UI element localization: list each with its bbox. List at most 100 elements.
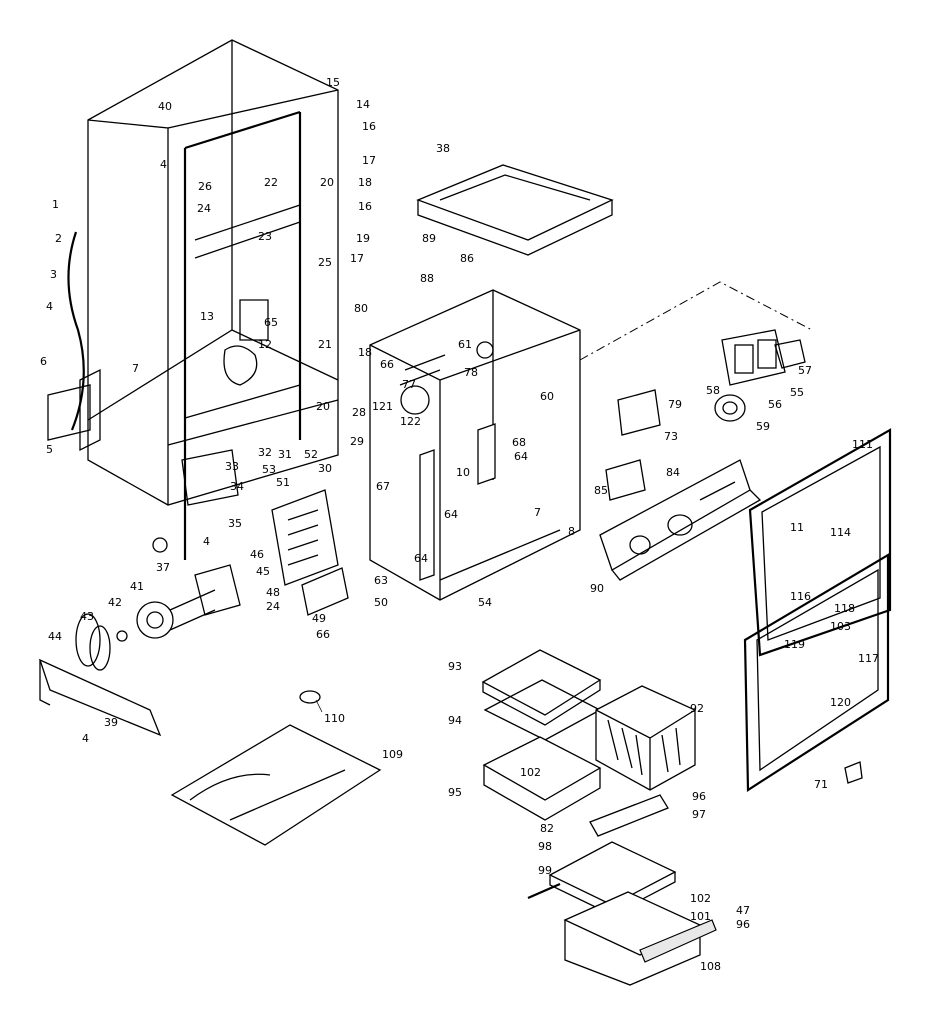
part-label-103: 103 bbox=[830, 620, 851, 633]
light-bulb-110 bbox=[299, 690, 323, 713]
part-label-29: 29 bbox=[350, 435, 364, 448]
part-label-11: 11 bbox=[790, 521, 804, 534]
part-label-73: 73 bbox=[664, 430, 678, 443]
part-label-26: 26 bbox=[198, 180, 212, 193]
drain-pan bbox=[170, 724, 382, 846]
part-label-97: 97 bbox=[692, 808, 706, 821]
part-label-86: 86 bbox=[460, 252, 474, 265]
part-label-114: 114 bbox=[830, 526, 851, 539]
part-label-79: 79 bbox=[668, 398, 682, 411]
part-label-57: 57 bbox=[798, 364, 812, 377]
part-label-68: 68 bbox=[512, 436, 526, 449]
part-label-58: 58 bbox=[706, 384, 720, 397]
part-label-20b: 20 bbox=[316, 400, 330, 413]
part-label-80: 80 bbox=[354, 302, 368, 315]
part-label-64c: 64 bbox=[414, 552, 428, 565]
part-label-89: 89 bbox=[422, 232, 436, 245]
drawer-101 bbox=[563, 891, 717, 986]
part-label-43: 43 bbox=[80, 610, 94, 623]
part-label-24a: 24 bbox=[197, 202, 211, 215]
part-label-119: 119 bbox=[784, 638, 805, 651]
part-label-17a: 17 bbox=[362, 154, 376, 167]
part-label-50: 50 bbox=[374, 596, 388, 609]
part-label-7a: 7 bbox=[132, 362, 139, 375]
part-label-8: 8 bbox=[568, 525, 575, 538]
part-label-4a: 4 bbox=[46, 300, 53, 313]
part-label-16a: 16 bbox=[362, 120, 376, 133]
control-housing-90 bbox=[599, 459, 762, 581]
freezer-guide-line bbox=[579, 281, 813, 361]
latch-71 bbox=[844, 761, 863, 784]
part-label-82: 82 bbox=[540, 822, 554, 835]
part-label-64b: 64 bbox=[444, 508, 458, 521]
part-label-117: 117 bbox=[858, 652, 879, 665]
part-label-77: 77 bbox=[402, 378, 416, 391]
part-label-59: 59 bbox=[756, 420, 770, 433]
part-label-102b: 102 bbox=[690, 892, 711, 905]
evaporator-fan-assembly bbox=[38, 537, 241, 737]
part-label-16b: 16 bbox=[358, 200, 372, 213]
part-label-18a: 18 bbox=[358, 176, 372, 189]
part-label-88: 88 bbox=[420, 272, 434, 285]
part-label-56: 56 bbox=[768, 398, 782, 411]
part-label-111: 111 bbox=[852, 438, 873, 451]
part-label-66a: 66 bbox=[380, 358, 394, 371]
part-label-37: 37 bbox=[156, 561, 170, 574]
part-label-63: 63 bbox=[374, 574, 388, 587]
part-label-85: 85 bbox=[594, 484, 608, 497]
part-label-10: 10 bbox=[456, 466, 470, 479]
part-label-7b: 7 bbox=[534, 506, 541, 519]
part-number-labels: 1234444567781011121314151616171718181920… bbox=[40, 76, 879, 973]
part-label-120: 120 bbox=[830, 696, 851, 709]
part-label-90: 90 bbox=[590, 582, 604, 595]
part-label-12: 12 bbox=[258, 338, 272, 351]
part-label-47: 47 bbox=[736, 904, 750, 917]
part-label-38: 38 bbox=[436, 142, 450, 155]
air-damper-assembly bbox=[605, 329, 806, 501]
part-label-19: 19 bbox=[356, 232, 370, 245]
part-label-78: 78 bbox=[464, 366, 478, 379]
part-label-44: 44 bbox=[48, 630, 62, 643]
part-label-67: 67 bbox=[376, 480, 390, 493]
part-label-28: 28 bbox=[352, 406, 366, 419]
part-label-1: 1 bbox=[52, 198, 59, 211]
part-label-5: 5 bbox=[46, 443, 53, 456]
drawer-front-96 bbox=[589, 794, 669, 837]
shelf-93 bbox=[481, 649, 602, 726]
part-label-84: 84 bbox=[666, 466, 680, 479]
evaporator-coil bbox=[181, 299, 349, 616]
part-label-66b: 66 bbox=[316, 628, 330, 641]
part-label-30: 30 bbox=[318, 462, 332, 475]
part-label-40: 40 bbox=[158, 100, 172, 113]
part-label-35: 35 bbox=[228, 517, 242, 530]
crisper-pan-92 bbox=[595, 685, 696, 791]
part-label-4c: 4 bbox=[203, 535, 210, 548]
part-label-122: 122 bbox=[400, 415, 421, 428]
part-label-96a: 96 bbox=[692, 790, 706, 803]
part-label-18b: 18 bbox=[358, 346, 372, 359]
part-label-14: 14 bbox=[356, 98, 370, 111]
part-label-101: 101 bbox=[690, 910, 711, 923]
outer-cabinet bbox=[47, 39, 339, 560]
part-label-24b: 24 bbox=[266, 600, 280, 613]
part-label-42: 42 bbox=[108, 596, 122, 609]
part-label-22: 22 bbox=[264, 176, 278, 189]
part-label-31: 31 bbox=[278, 448, 292, 461]
part-label-46: 46 bbox=[250, 548, 264, 561]
part-label-34: 34 bbox=[230, 480, 244, 493]
part-label-99: 99 bbox=[538, 864, 552, 877]
part-label-45: 45 bbox=[256, 565, 270, 578]
part-label-121: 121 bbox=[372, 400, 393, 413]
part-label-98: 98 bbox=[538, 840, 552, 853]
part-label-65: 65 bbox=[264, 316, 278, 329]
part-label-93: 93 bbox=[448, 660, 462, 673]
part-label-109: 109 bbox=[382, 748, 403, 761]
part-label-48: 48 bbox=[266, 586, 280, 599]
part-label-33: 33 bbox=[225, 460, 239, 473]
fresh-food-liner bbox=[369, 289, 581, 601]
part-label-20a: 20 bbox=[320, 176, 334, 189]
freezer-shelf-38 bbox=[416, 164, 614, 256]
part-label-102a: 102 bbox=[520, 766, 541, 779]
part-label-108: 108 bbox=[700, 960, 721, 973]
